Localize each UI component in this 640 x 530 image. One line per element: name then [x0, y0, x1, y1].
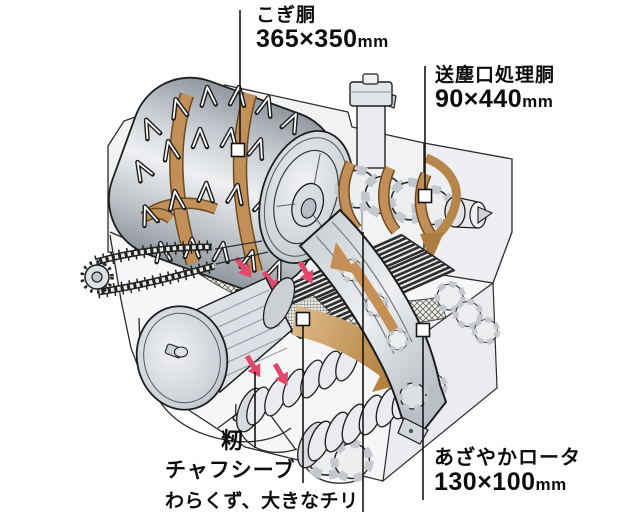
- feed-chain: [80, 240, 269, 299]
- duct-return-arrow: [330, 242, 399, 333]
- pipe-cap: [349, 81, 393, 107]
- processing-drum-flow-arrow: [420, 153, 461, 262]
- threshing-drum: [108, 76, 369, 333]
- threshing-drum-size: 365×350mm: [256, 25, 389, 54]
- label-dust-processing-drum: 送塵口処理胴 90×440mm: [435, 65, 556, 114]
- leader-lines: [230, 10, 433, 512]
- marker-dust-processing-drum: [417, 188, 433, 204]
- winnowing-fan: [135, 277, 296, 443]
- straw-dust-name: わらくず、大きなチリ: [165, 491, 359, 512]
- label-rotor: あざやかロータ 130×100mm: [434, 447, 581, 497]
- chaff-sieve-name: チャフシーブ: [165, 459, 296, 482]
- rotor-name: あざやかロータ: [434, 447, 581, 469]
- chain-sprocket: [80, 260, 114, 294]
- return-duct: [298, 208, 448, 445]
- exhaust-pipe: [349, 73, 397, 169]
- grain-name: 籾: [221, 428, 245, 453]
- dust-processing-drum: [339, 153, 494, 262]
- label-chaff-sieve: チャフシーブ: [165, 459, 296, 482]
- grain-auger: [232, 339, 364, 433]
- label-threshing-drum: こぎ胴 365×350mm: [256, 5, 389, 54]
- marker-chaff-sieve: [295, 311, 311, 327]
- threshing-drum-name: こぎ胴: [256, 5, 317, 26]
- dust-processing-drum-size: 90×440mm: [435, 85, 554, 114]
- marker-threshing-drum: [230, 142, 246, 158]
- rotor-size: 130×100mm: [434, 468, 567, 497]
- pipe-cap-knob: [362, 73, 379, 85]
- dust-processing-drum-name: 送塵口処理胴: [435, 65, 556, 86]
- label-straw-dust: わらくず、大きなチリ: [165, 491, 359, 512]
- fan-front-disc: [135, 305, 229, 411]
- label-grain: 籾: [221, 428, 245, 453]
- marker-rotor: [415, 322, 431, 338]
